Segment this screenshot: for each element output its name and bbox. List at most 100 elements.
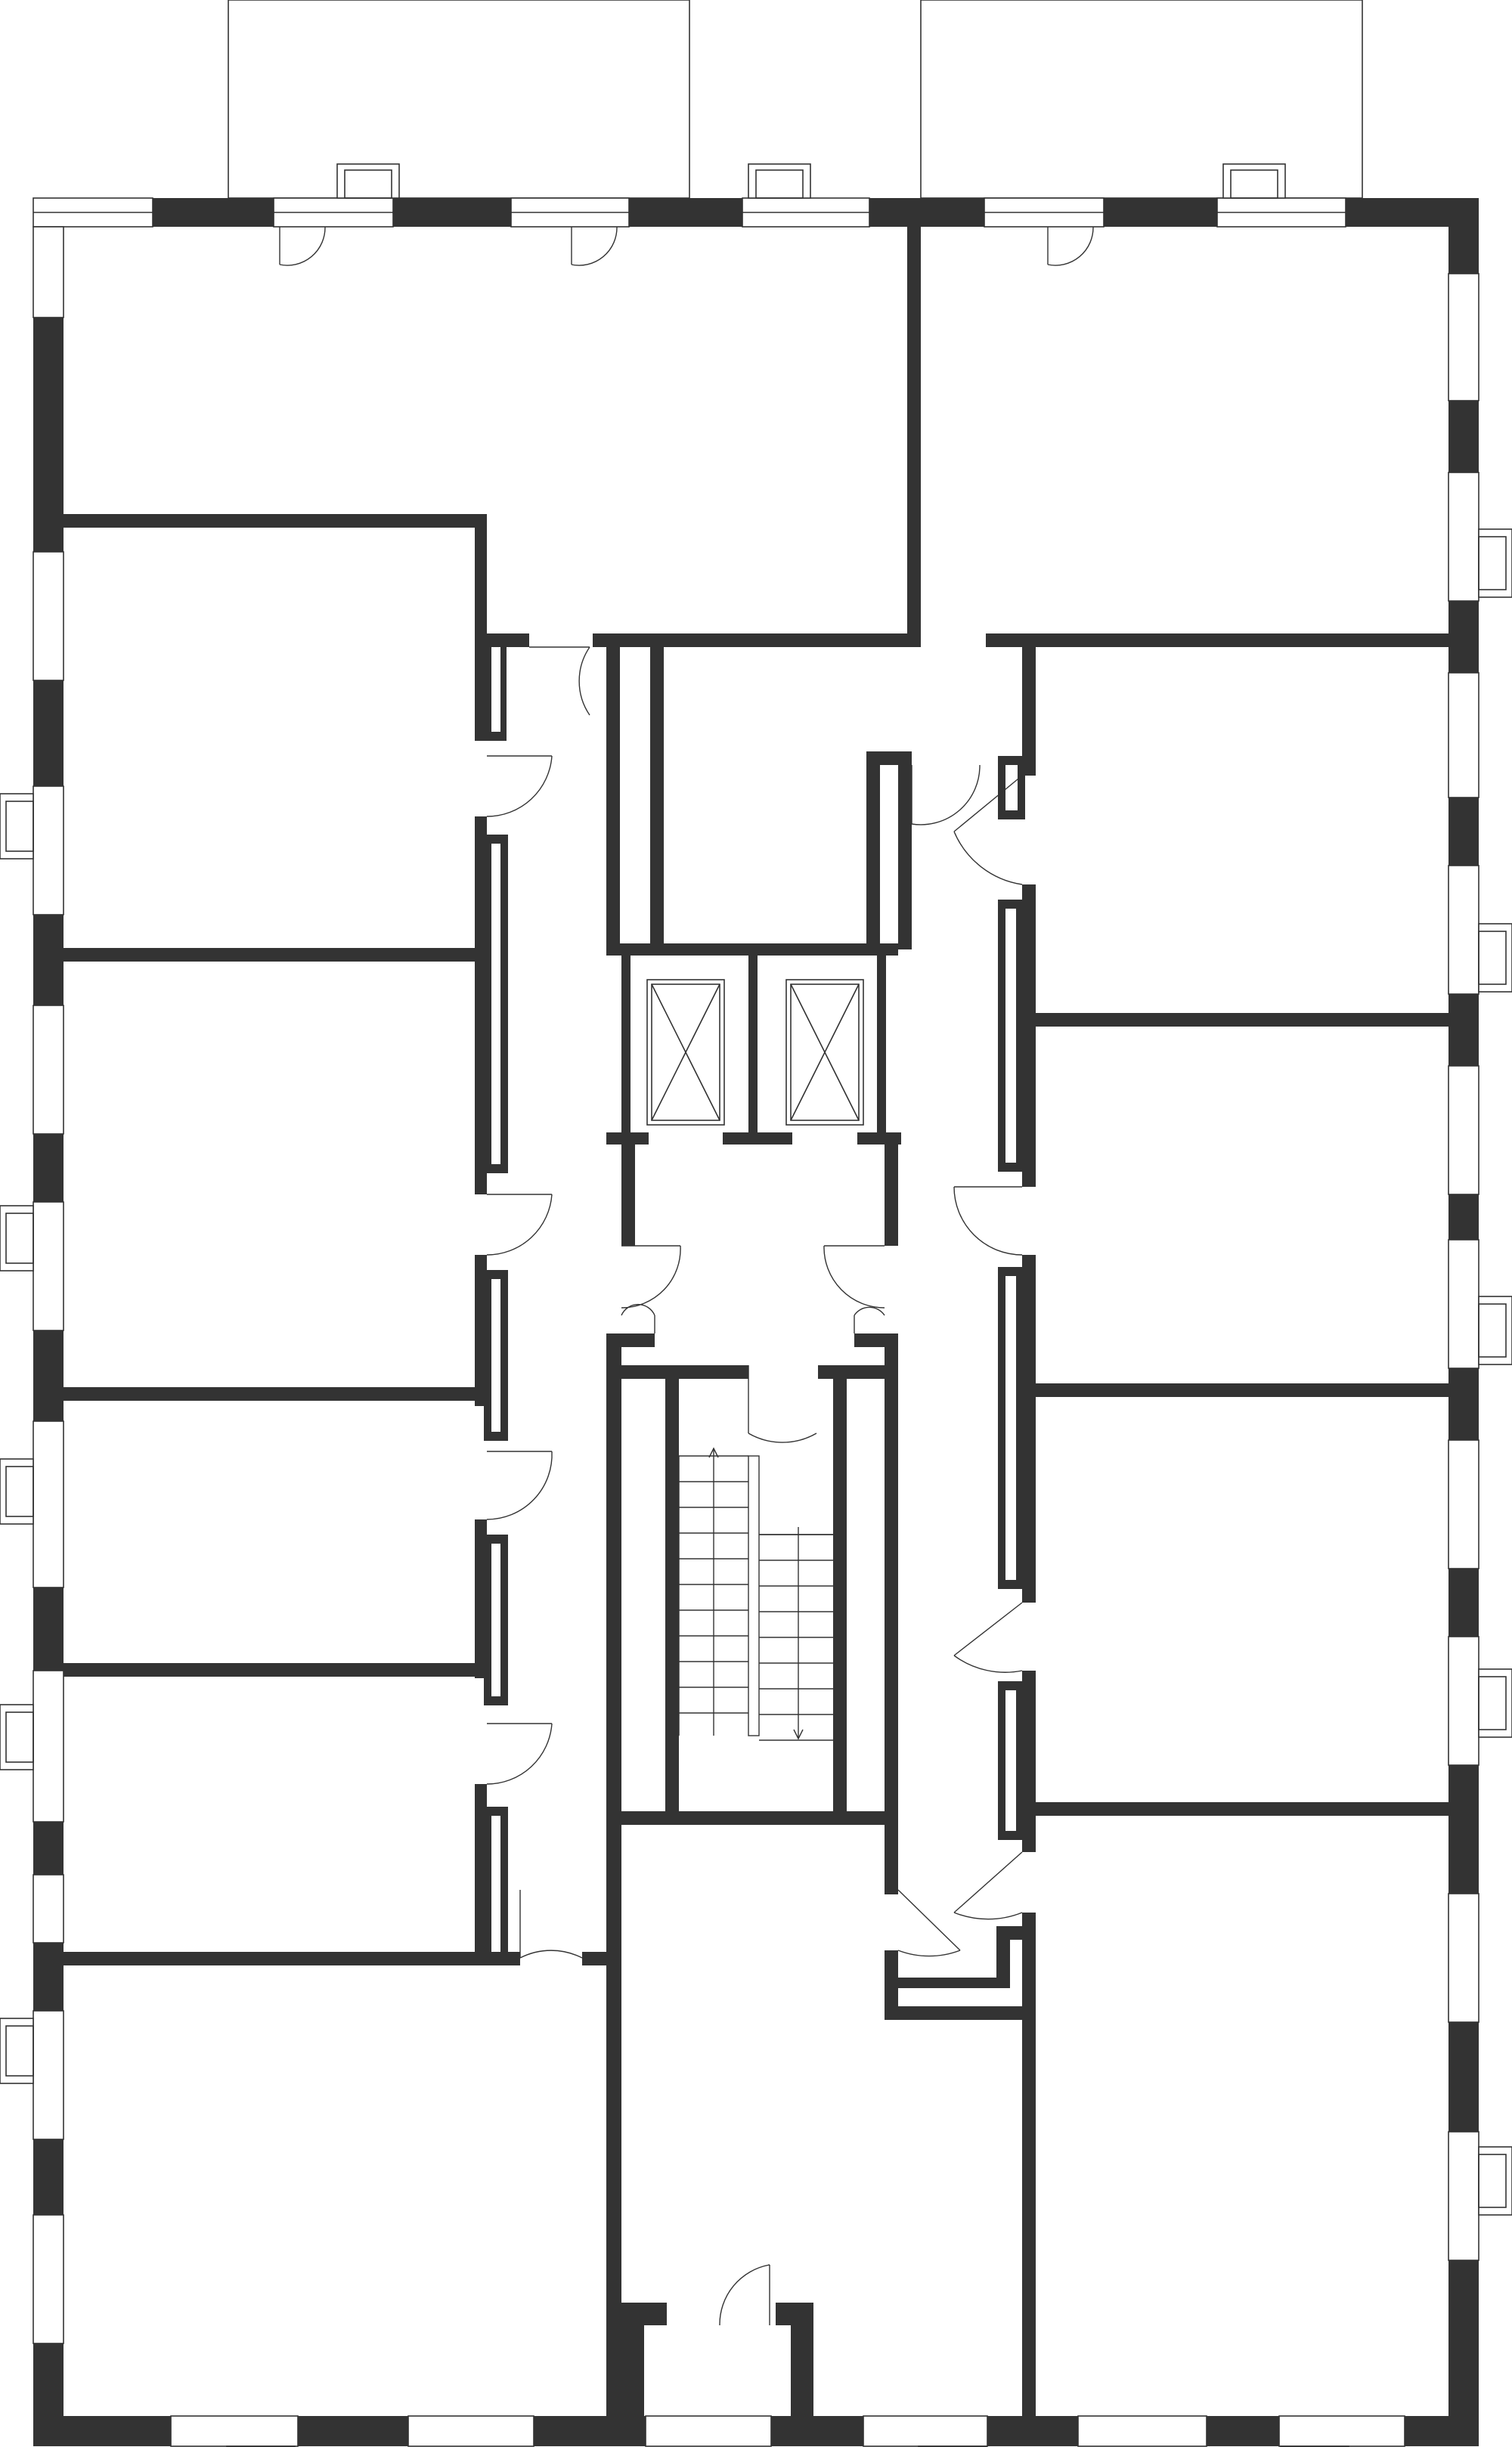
wall-se-corridor-4 — [996, 1926, 1010, 1988]
wall-west-8 — [33, 1943, 64, 2011]
window-east-10 — [1448, 2131, 1479, 2261]
window-south-1 — [170, 2415, 299, 2447]
door-swing-icon — [953, 1186, 1023, 1256]
door-leaf — [953, 1851, 1023, 1913]
door-swing-icon — [823, 1245, 885, 1309]
wall-east-3 — [1448, 601, 1479, 673]
wall-elevator-left — [621, 943, 631, 1132]
wall-east-col-3 — [1022, 1255, 1036, 1603]
wall-core-shaft-right — [650, 647, 664, 949]
wall-west-room-div-1 — [64, 948, 487, 962]
wall-west-room-div-2 — [64, 1387, 487, 1401]
wall-stair-west — [665, 1365, 679, 1811]
wall-east-6 — [1448, 1194, 1479, 1240]
balcony-north-right — [920, 0, 1363, 199]
wall-se-corridor-1 — [885, 1950, 898, 2020]
wall-west-9 — [33, 2139, 64, 2215]
wall-ne-apartment-bottom — [986, 633, 1448, 647]
wall-east-8 — [1448, 1569, 1479, 1637]
window-south-4 — [863, 2415, 988, 2447]
wall-se-corridor-3 — [898, 1978, 996, 1988]
door-swing-icon — [486, 1723, 553, 1785]
wall-west-5 — [33, 1330, 64, 1421]
door-swing-icon — [897, 1950, 961, 1957]
wall-west-room-div-4 — [64, 1952, 520, 1965]
wall-west-4 — [33, 1134, 64, 1202]
elevator-car-icon — [785, 979, 864, 1126]
wall-stair-east — [833, 1365, 847, 1811]
window-west-9 — [33, 2010, 64, 2140]
wall-se-corridor-5 — [996, 1926, 1036, 1940]
wall-lobby-right-vert — [885, 1333, 898, 1365]
staircase — [678, 1447, 833, 1741]
wall-west-6 — [33, 1587, 64, 1671]
balcony-icon — [0, 1704, 34, 1770]
wall-south-3 — [534, 2416, 646, 2446]
wall-east-col-1 — [1022, 647, 1036, 776]
elevator-car-icon — [646, 979, 725, 1126]
wall-corridor-west — [606, 1333, 621, 2416]
wall-north-5 — [1104, 198, 1217, 227]
wall-se-corridor-2 — [885, 2006, 1036, 2020]
wall-core-top-cap — [866, 751, 912, 765]
window-west-4 — [33, 1005, 64, 1135]
wall-east-9 — [1448, 1765, 1479, 1894]
wall-corridor-east-mid — [885, 1365, 898, 1894]
door-swing-icon — [748, 1433, 817, 1443]
wall-nw-room-top — [64, 514, 487, 528]
wall-south-5 — [987, 2416, 1078, 2446]
stair-direction-arrow-icon — [708, 1447, 719, 1458]
door-leaf — [953, 775, 1023, 832]
wall-south-4 — [771, 2416, 863, 2446]
door-swing-icon — [911, 764, 981, 825]
window-east-2 — [1448, 472, 1479, 602]
window-west-8 — [33, 1874, 64, 1944]
window-west-3 — [33, 785, 64, 915]
french-balconies — [0, 163, 1512, 2447]
balcony-icon — [0, 2018, 34, 2084]
wall-elevator-bottom-2 — [723, 1132, 792, 1145]
wall-entrance-left-vert — [621, 2303, 644, 2416]
door-swing-icon — [486, 755, 553, 817]
wall-south-2 — [298, 2416, 408, 2446]
window-east-1 — [1448, 273, 1479, 401]
wall-east-room-div-2 — [1022, 1383, 1448, 1397]
window-east-7 — [1448, 1439, 1479, 1569]
wall-east-7 — [1448, 1368, 1479, 1440]
balcony-icon — [748, 163, 811, 199]
wall-south-6 — [1207, 2416, 1279, 2446]
window-south-5 — [1077, 2415, 1207, 2447]
balcony-north-left — [228, 0, 690, 199]
wall-east-col-5 — [1022, 1913, 1036, 2416]
window-east-6 — [1448, 1239, 1479, 1369]
stair-direction-arrow-icon — [793, 1729, 804, 1740]
door-swing-icon — [953, 1912, 1023, 1920]
balcony-icon — [0, 1205, 34, 1272]
door-swing-icon — [953, 1655, 1023, 1673]
balcony-icon — [0, 793, 34, 860]
wall-lobby-right-top — [885, 1132, 898, 1246]
door-leaf — [897, 1889, 961, 1951]
balcony-icon — [336, 163, 400, 199]
wall-entrance-right-vert — [791, 2303, 813, 2416]
window-east-9 — [1448, 1893, 1479, 2023]
wall-east-col-2 — [1022, 884, 1036, 1187]
wall-west-3 — [33, 915, 64, 1005]
wall-west-room-div-3 — [64, 1663, 487, 1677]
interior-walls — [64, 227, 1448, 2416]
wall-north-divider — [907, 227, 921, 647]
door-swing-icon — [621, 1303, 655, 1316]
window-south-2 — [407, 2415, 534, 2447]
wall-west-1 — [33, 317, 64, 552]
window-west-5 — [33, 1201, 64, 1331]
wall-west-7 — [33, 1822, 64, 1875]
door-swing-icon — [1047, 226, 1094, 266]
wall-east-room-div-3 — [1022, 1802, 1448, 1816]
stair-handrail — [748, 1455, 760, 1736]
wall-stair-top-left — [621, 1365, 748, 1379]
balcony-icon — [0, 1458, 34, 1525]
wall-core-right-top2 — [898, 751, 912, 949]
door-swing-icon — [578, 646, 590, 716]
wall-east-10 — [1448, 2022, 1479, 2132]
door-swing-icon — [719, 2264, 770, 2326]
